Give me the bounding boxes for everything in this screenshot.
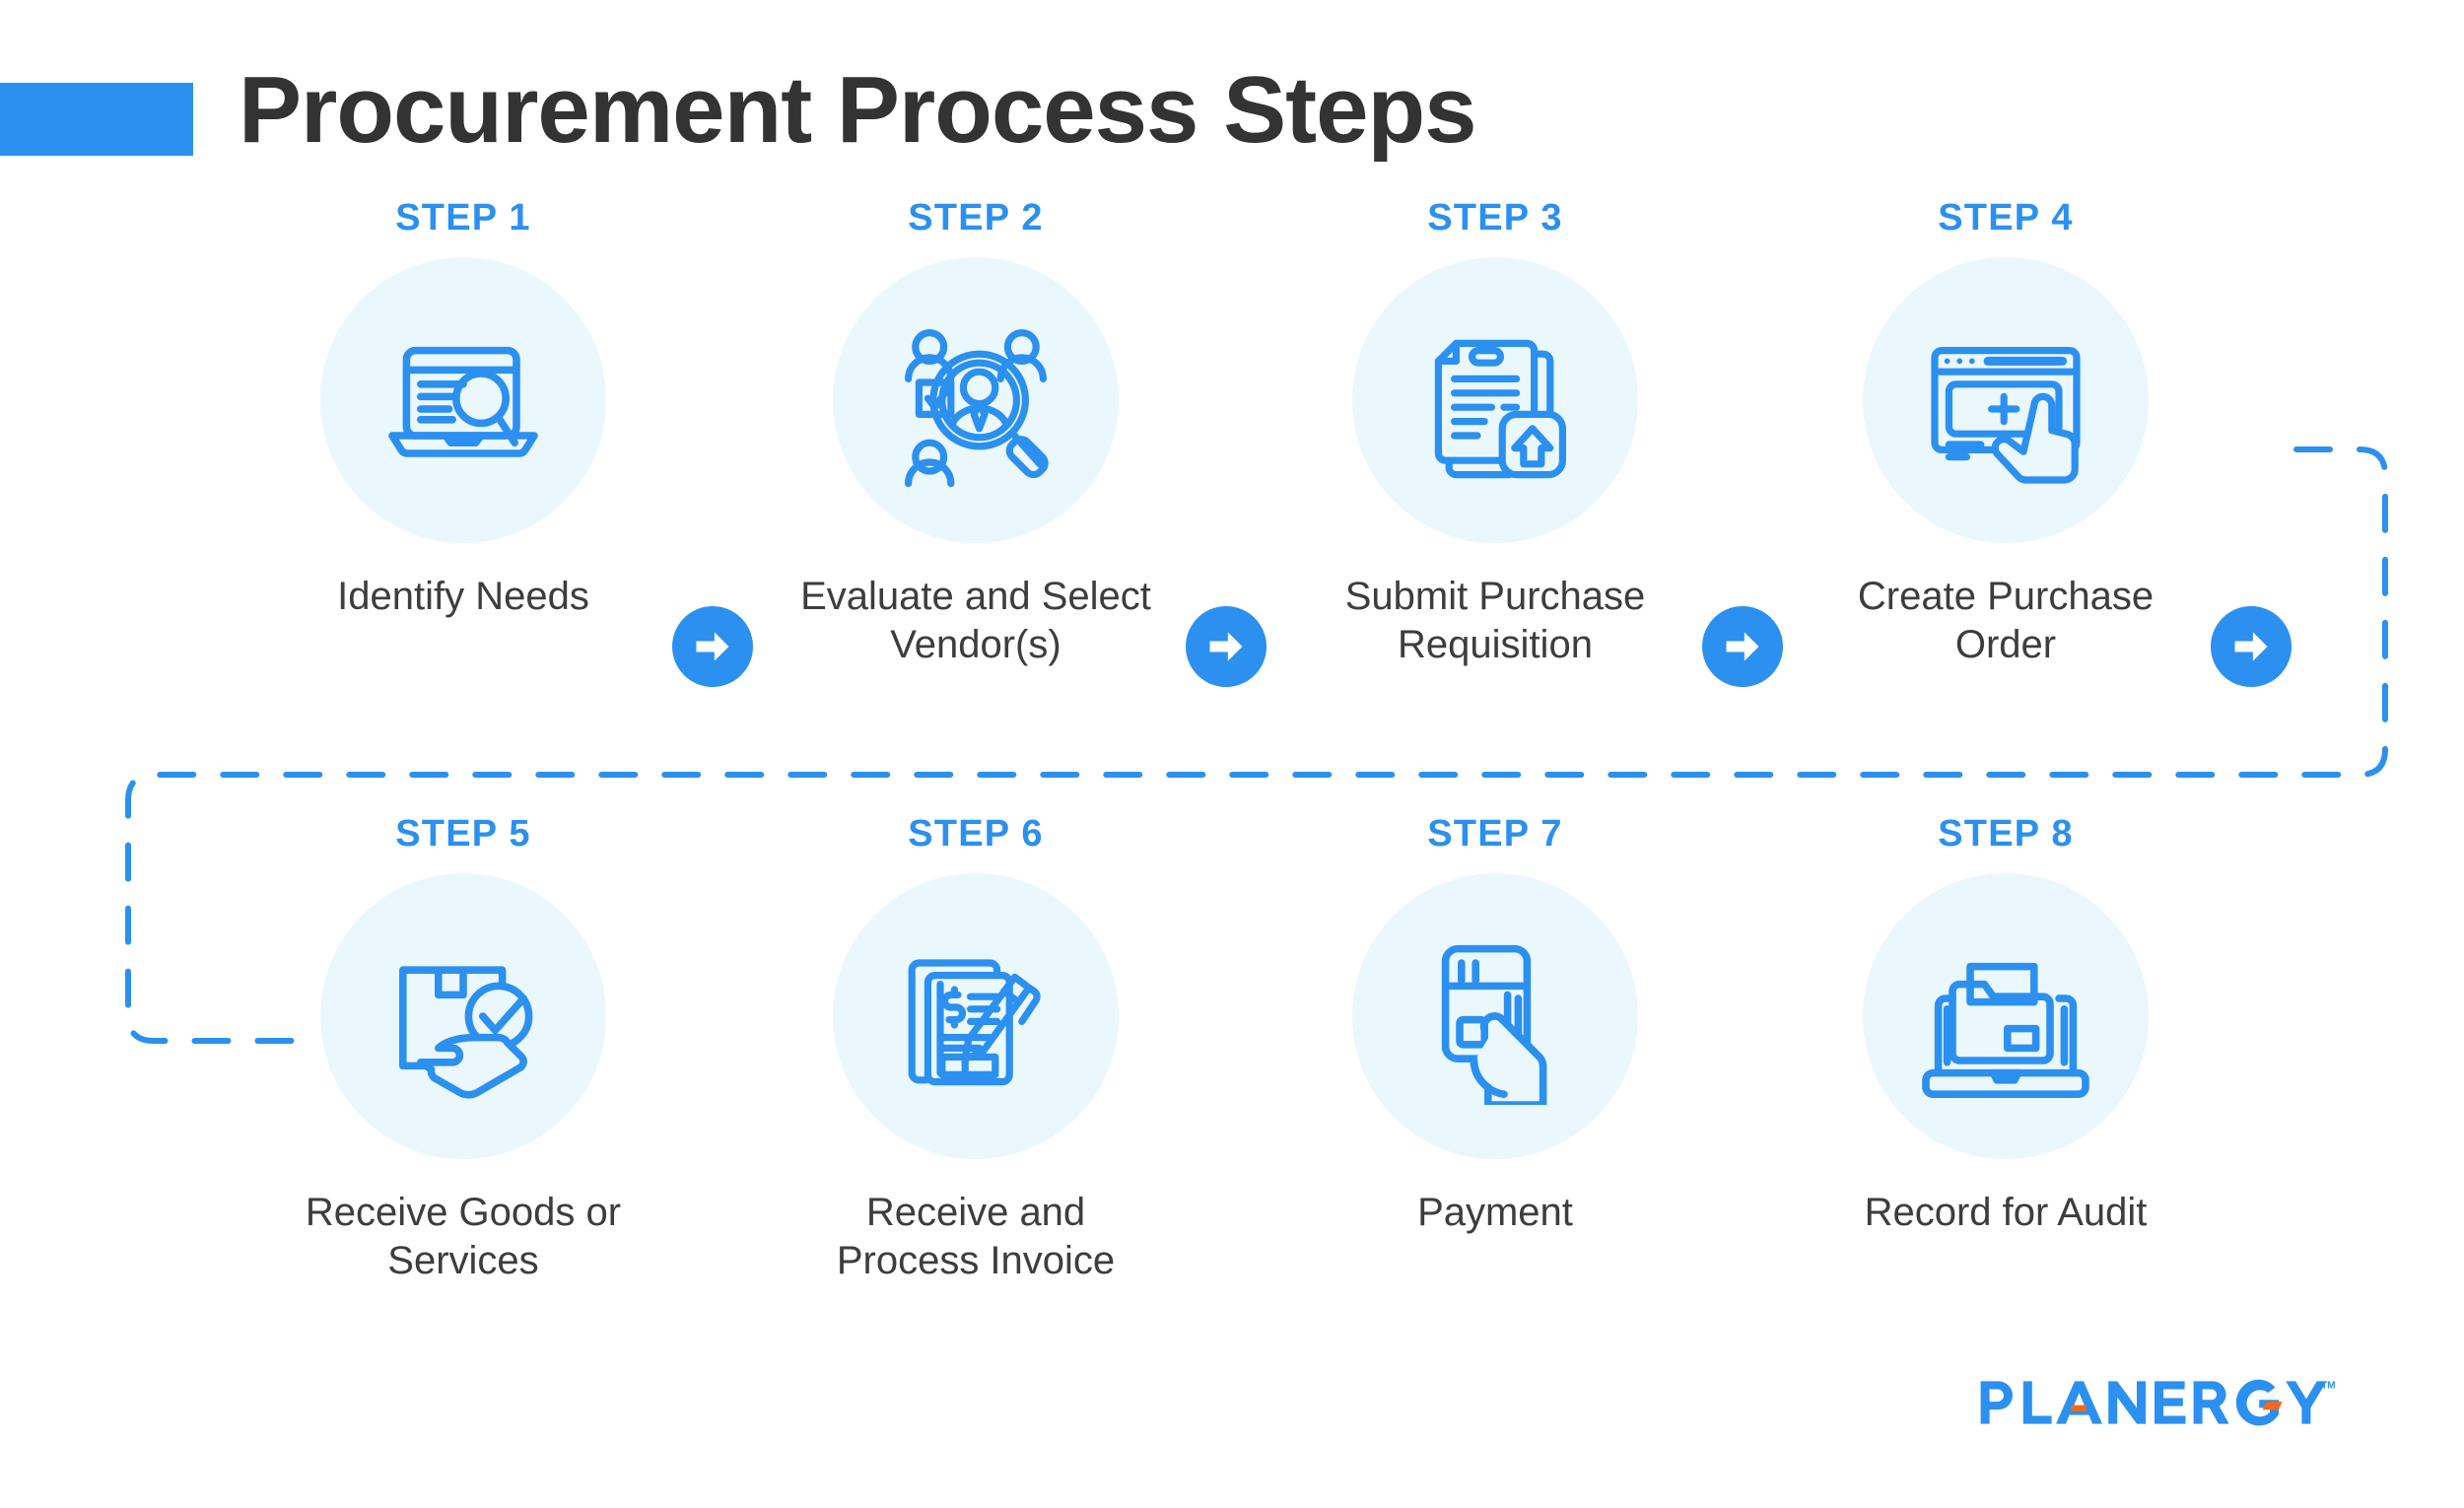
step-label-2: STEP 2 bbox=[908, 197, 1044, 239]
step-caption-6: Receive and Process Invoice bbox=[836, 1191, 1116, 1282]
step-icon-circle-7 bbox=[1352, 873, 1638, 1159]
step-card-6[interactable]: STEP 6 R bbox=[813, 813, 1138, 1285]
vendor-search-icon bbox=[905, 329, 1049, 488]
step-caption-1: Identify Needs bbox=[337, 575, 589, 618]
step-icon-circle-4 bbox=[1863, 257, 2149, 543]
arrow-right-icon bbox=[1726, 632, 1759, 661]
step-card-3[interactable]: STEP 3 Submit Purch bbox=[1333, 197, 1658, 669]
step-label-7: STEP 7 bbox=[1427, 813, 1563, 855]
arrow-right-icon bbox=[1209, 632, 1243, 661]
hand-credit-card-icon bbox=[1441, 944, 1547, 1105]
step-icon-circle-1 bbox=[320, 257, 606, 543]
svg-text:TM: TM bbox=[2321, 1381, 2335, 1392]
step-icon-circle-6 bbox=[833, 873, 1119, 1159]
laptop-search-icon bbox=[388, 346, 538, 457]
step-icon-circle-3 bbox=[1352, 257, 1638, 543]
step-label-6: STEP 6 bbox=[908, 813, 1044, 855]
step-icon-circle-2 bbox=[833, 257, 1119, 543]
browser-click-add-icon bbox=[1931, 347, 2081, 484]
step-icon-circle-5 bbox=[320, 873, 606, 1159]
step-label-3: STEP 3 bbox=[1427, 197, 1563, 239]
step-caption-5: Receive Goods or Services bbox=[305, 1191, 622, 1282]
arrow-step4-to-step5[interactable] bbox=[2211, 606, 2292, 687]
laptop-folder-icon bbox=[1922, 962, 2089, 1098]
arrow-step1-to-step2[interactable] bbox=[672, 606, 753, 687]
step-label-4: STEP 4 bbox=[1938, 197, 2074, 239]
arrow-step2-to-step3[interactable] bbox=[1186, 606, 1266, 687]
steps-row-1: STEP 1 Identify Needs STEP 2 bbox=[0, 197, 2464, 749]
step-card-2[interactable]: STEP 2 bbox=[800, 197, 1151, 669]
step-label-8: STEP 8 bbox=[1938, 813, 2074, 855]
step-caption-8: Record for Audit bbox=[1864, 1191, 2148, 1234]
planergy-logo: TM bbox=[1968, 1376, 2341, 1429]
step-card-1[interactable]: STEP 1 Identify Needs bbox=[301, 197, 626, 621]
step-card-7[interactable]: STEP 7 Payment bbox=[1333, 813, 1658, 1237]
step-caption-3: Submit Purchase Requisition bbox=[1344, 575, 1646, 666]
step-card-5[interactable]: STEP 5 Receive Goods or Services bbox=[301, 813, 626, 1285]
step-caption-4: Create Purchase Order bbox=[1857, 575, 2155, 666]
arrow-right-icon bbox=[2234, 632, 2268, 661]
steps-row-2: STEP 5 Receive Goods or Services STEP 6 bbox=[0, 813, 2464, 1365]
document-upload-icon bbox=[1434, 339, 1566, 479]
step-label-1: STEP 1 bbox=[395, 197, 531, 239]
invoice-pen-icon bbox=[908, 959, 1041, 1086]
step-card-8[interactable]: STEP 8 Record for Audit bbox=[1843, 813, 2168, 1237]
step-icon-circle-8 bbox=[1863, 873, 2149, 1159]
arrow-step3-to-step4[interactable] bbox=[1702, 606, 1783, 687]
step-caption-7: Payment bbox=[1417, 1191, 1573, 1234]
arrow-right-icon bbox=[696, 632, 729, 661]
page-title: Procurement Process Steps bbox=[239, 57, 1477, 163]
step-card-4[interactable]: STEP 4 Create Purchase Order bbox=[1843, 197, 2168, 669]
step-label-5: STEP 5 bbox=[395, 813, 531, 855]
step-caption-2: Evaluate and Select Vendor(s) bbox=[800, 575, 1151, 666]
package-hand-check-icon bbox=[399, 966, 533, 1099]
title-accent-bar bbox=[0, 83, 193, 156]
planergy-wordmark-icon: TM bbox=[1980, 1379, 2335, 1426]
